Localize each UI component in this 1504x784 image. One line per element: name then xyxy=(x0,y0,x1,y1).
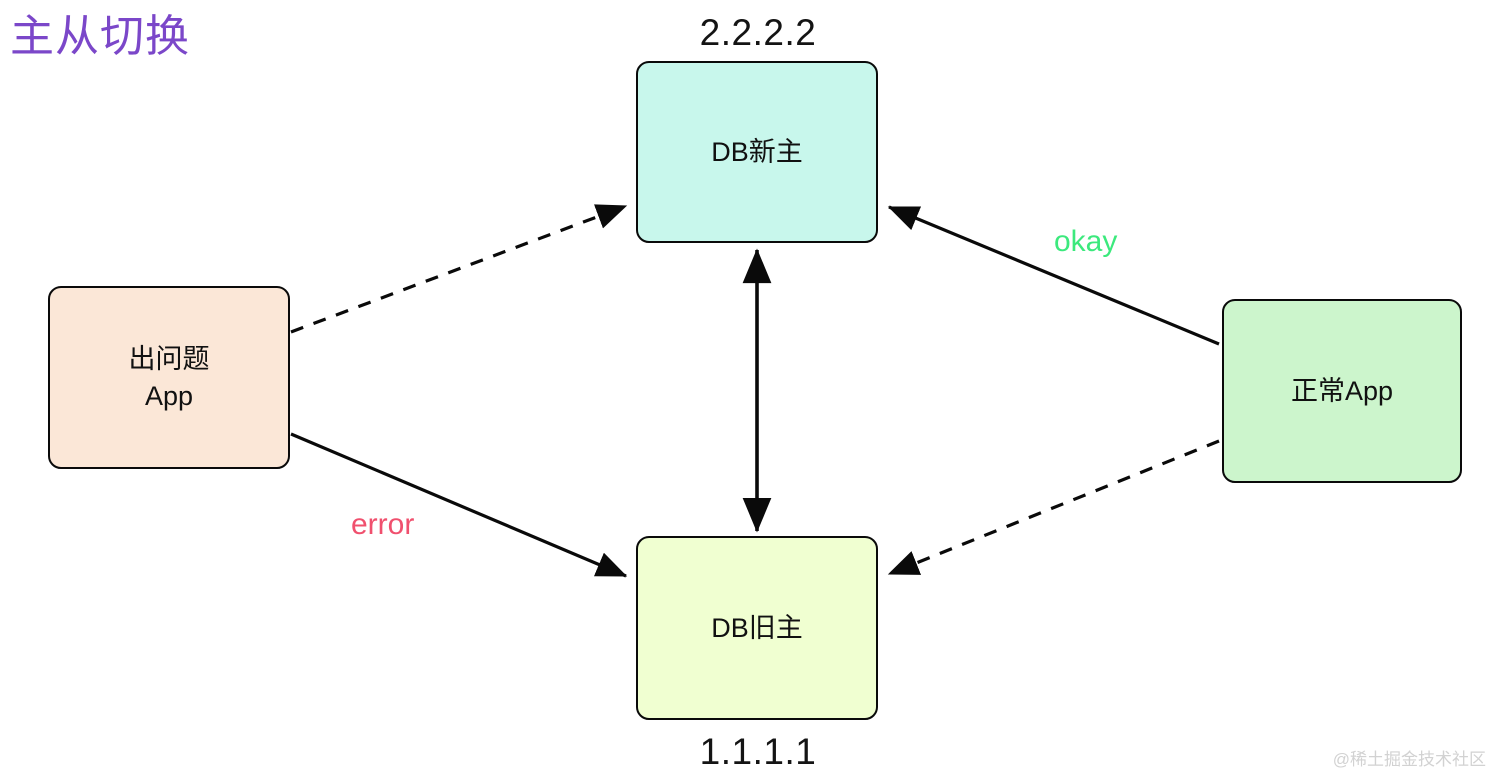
edge-label-okay: okay xyxy=(1054,225,1118,258)
edge-label-master-switch: 主从切换 xyxy=(10,12,190,61)
edge-badapp-to-dbnew xyxy=(290,204,628,334)
node-db-new[interactable]: DB新主 xyxy=(636,61,878,243)
node-bad-app-label: 出问题 App xyxy=(128,344,210,411)
node-db-new-label: DB新主 xyxy=(711,136,803,167)
node-bad-app[interactable]: 出问题 App xyxy=(48,286,290,469)
node-db-old-label: DB旧主 xyxy=(711,612,803,643)
node-good-app-label: 正常App xyxy=(1290,375,1394,406)
node-good-app[interactable]: 正常App xyxy=(1222,299,1462,483)
watermark: @稀土掘金技术社区 xyxy=(1332,750,1486,769)
edge-goodapp-to-dbold xyxy=(887,439,1220,576)
ip-label-db-old: 1.1.1.1 xyxy=(699,731,817,772)
edge-badapp-to-dbold xyxy=(290,432,628,578)
node-db-old[interactable]: DB旧主 xyxy=(636,536,878,720)
ip-label-db-new: 2.2.2.2 xyxy=(699,12,817,53)
edge-label-error: error xyxy=(351,508,415,541)
